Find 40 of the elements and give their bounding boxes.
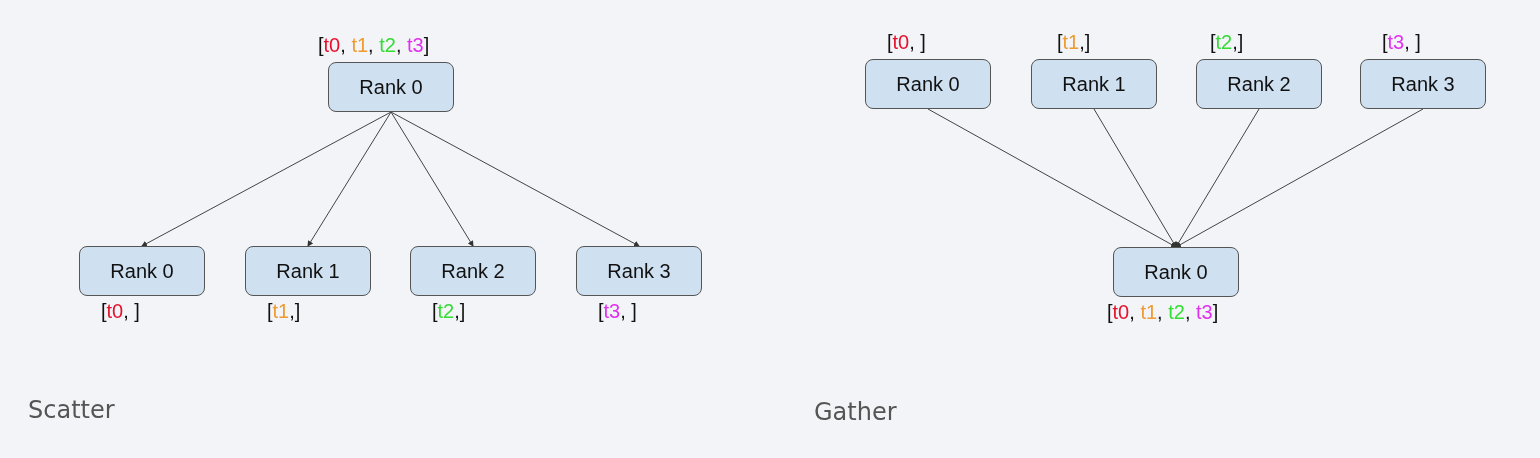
tensor-list: [t2,] xyxy=(432,301,466,321)
arrow xyxy=(307,111,392,247)
arrow xyxy=(390,111,640,247)
arrow xyxy=(1175,108,1260,248)
diagram-caption: Gather xyxy=(814,397,897,428)
rank-box xyxy=(1196,59,1322,109)
rank-label: Rank 0 xyxy=(359,75,423,100)
rank-label: Rank 2 xyxy=(441,259,505,284)
rank-label: Rank 0 xyxy=(110,259,174,284)
diagram-caption: Scatter xyxy=(28,395,115,426)
rank-box xyxy=(245,246,371,296)
tensor-list: [t0, ] xyxy=(887,32,926,52)
rank-label: Rank 0 xyxy=(896,72,960,97)
rank-box xyxy=(1113,247,1239,297)
rank-box xyxy=(410,246,536,296)
tensor-list: [t0, ] xyxy=(101,301,140,321)
tensor-list: [t1,] xyxy=(267,301,301,321)
rank-label: Rank 0 xyxy=(1144,260,1208,285)
rank-box xyxy=(1360,59,1486,109)
rank-label: Rank 3 xyxy=(1391,72,1455,97)
arrow xyxy=(927,108,1177,248)
tensor-list: [t0, t1, t2, t3] xyxy=(1107,302,1219,322)
arrow xyxy=(1175,108,1424,248)
tensor-list: [t2,] xyxy=(1210,32,1244,52)
rank-box xyxy=(79,246,205,296)
rank-box xyxy=(576,246,702,296)
rank-box xyxy=(328,62,454,112)
rank-label: Rank 2 xyxy=(1227,72,1291,97)
rank-label: Rank 1 xyxy=(1062,72,1126,97)
rank-box xyxy=(1031,59,1157,109)
rank-box xyxy=(865,59,991,109)
arrow xyxy=(141,111,392,247)
arrow xyxy=(390,111,474,247)
tensor-list: [t3, ] xyxy=(598,301,637,321)
tensor-list: [t3, ] xyxy=(1382,32,1421,52)
arrow xyxy=(1093,108,1177,248)
tensor-list: [t1,] xyxy=(1057,32,1091,52)
rank-label: Rank 3 xyxy=(607,259,671,284)
rank-label: Rank 1 xyxy=(276,259,340,284)
tensor-list: [t0, t1, t2, t3] xyxy=(318,35,430,55)
